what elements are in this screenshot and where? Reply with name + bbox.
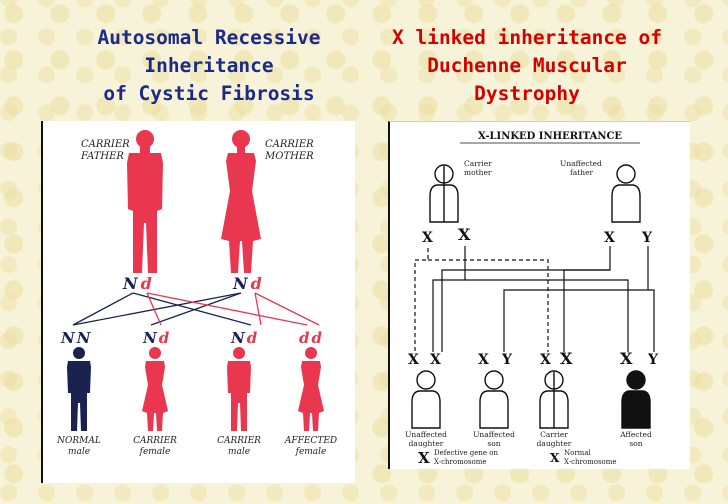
defective-x-lines [414,248,549,352]
right-title-line-2: Duchenne Muscular [427,54,627,77]
father-label-2: father [570,168,594,177]
child-1-chrom-1: X [408,352,419,368]
child-1-sublabel: daughter [409,439,444,448]
father-label: CARRIER [81,139,130,150]
child-2-label: Unaffected [473,430,515,439]
carrier-mother-figure [221,130,261,273]
unaffected-son-figure [479,370,509,429]
carrier-father-figure [127,130,163,273]
carrier-mother-figure [429,164,459,223]
child-2-label: CARRIER [133,436,177,446]
father-x: X [604,230,615,246]
child-1-label: Unaffected [405,430,447,439]
left-title-line-1: Autosomal Recessive [97,26,321,49]
mother-label: CARRIER [265,139,314,150]
unaffected-daughter-figure [411,370,441,429]
legend-normal-symbol: X [550,451,560,465]
child-2-sublabel: son [487,439,500,448]
mother-x-normal: X [422,230,433,246]
carrier-daughter-figure [539,370,569,429]
right-title-line-1: X linked inheritance of [391,26,663,49]
dominant-allele-lines [72,292,252,326]
right-title: X linked inheritance of Duchenne Muscula… [372,24,682,108]
left-title-line-2: Inheritance [144,54,274,77]
mother-label: Carrier [464,159,492,168]
child-1-sublabel: male [68,447,90,457]
carrier-male-figure [227,347,251,431]
child-4-chrom-2: Y [647,352,659,368]
child-4-label: Affected [619,430,652,439]
legend-defective-symbol: X [418,449,430,467]
left-title-line-3: of Cystic Fibrosis [103,82,315,105]
child-3-sublabel: male [228,447,250,457]
x-linked-svg: X-LINKED INHERITANCE Carrier mother Unaf… [405,131,659,467]
affected-son-figure [621,370,651,429]
child-4-chrom-1: X [620,349,633,368]
normal-lines [432,246,655,352]
legend-defective-text-2: X-chromosome [434,458,487,466]
child-3-label: CARRIER [217,436,261,446]
legend-normal-text-2: X-chromosome [564,458,617,466]
child-3-chrom-1: X [540,352,551,368]
mother-label-2: mother [464,168,492,177]
legend-defective-text: Defective gene on [434,449,498,457]
x-linked-diagram: X-LINKED INHERITANCE Carrier mother Unaf… [388,121,690,469]
child-1-label: NORMAL [56,436,101,446]
child-3-sublabel: daughter [537,439,572,448]
child-4-sublabel: female [295,447,327,457]
left-title: Autosomal Recessive Inheritance of Cysti… [78,24,340,108]
child-3-label: Carrier [540,430,568,439]
child-3-chrom-2: X [560,349,573,368]
carrier-female-figure [142,347,168,431]
child-2-sublabel: female [139,447,171,457]
child-4-label: AFFECTED [284,436,337,446]
x-linked-heading: X-LINKED INHERITANCE [478,131,622,142]
affected-female-figure [298,347,324,431]
child-1-chrom-2: X [430,352,441,368]
normal-male-figure [67,347,91,431]
legend-normal-text: Normal [564,449,591,457]
child-2-chrom-2: Y [501,352,513,368]
mother-label-2: MOTHER [264,151,314,162]
child-2-chrom-1: X [478,352,489,368]
father-y: Y [641,230,653,246]
father-label-2: FATHER [80,151,124,162]
mother-x-defective: X [458,225,471,244]
recessive-allele-lines [146,292,320,326]
unaffected-father-figure [611,164,641,223]
right-title-line-3: Dystrophy [474,82,580,105]
child-4-sublabel: son [629,439,642,448]
father-label: Unaffected [560,159,602,168]
